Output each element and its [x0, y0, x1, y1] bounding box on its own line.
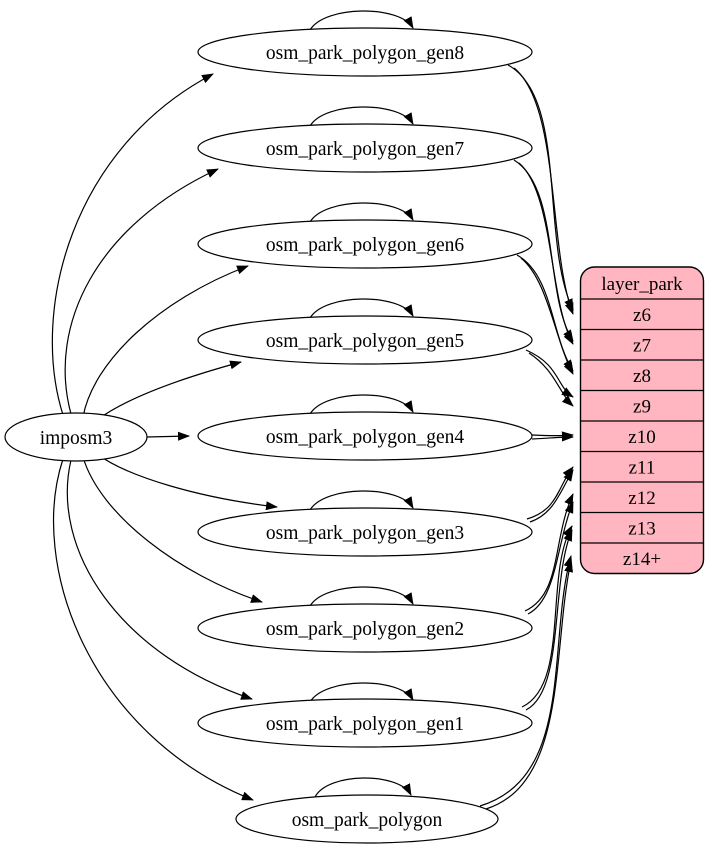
edge-osm_park_polygon_gen7-z7-b [518, 162, 574, 345]
edge-osm_park_polygon_gen1-z13-b [525, 529, 573, 711]
node-label: osm_park_polygon_gen4 [266, 427, 464, 448]
edge-imposm3-osm_park_polygon_gen2 [82, 456, 263, 603]
self-loop-osm_park_polygon_gen2 [309, 586, 414, 607]
node-label: osm_park_polygon [292, 810, 443, 831]
zoom-row-z9: z9 [633, 397, 651, 418]
edge-osm_park_polygon_gen6-z8-b [520, 257, 574, 375]
edge-osm_park_polygon_gen4-z10 [531, 431, 574, 441]
self-loop-osm_park_polygon_gen1 [309, 682, 414, 703]
node-osm_park_polygon_gen7: osm_park_polygon_gen7 [197, 123, 533, 173]
node-osm_park_polygon_gen6: osm_park_polygon_gen6 [197, 219, 533, 269]
self-loop-osm_park_polygon_gen6 [309, 202, 414, 223]
table-ellipse [197, 123, 533, 173]
node-osm_park_polygon_gen4: osm_park_polygon_gen4 [197, 411, 533, 461]
self-loop-osm_park_polygon_gen7 [309, 106, 414, 127]
node-imposm3: imposm3 [4, 412, 148, 462]
table-ellipse [197, 698, 533, 748]
self-loop-osm_park_polygon_gen3 [309, 490, 414, 511]
node-label: osm_park_polygon_gen8 [266, 43, 464, 64]
edge-osm_park_polygon_gen2-z12-b [527, 501, 574, 615]
zoom-row-z13: z13 [628, 519, 655, 540]
edge-osm_park_polygon_gen8-z6-b [513, 67, 574, 315]
imposm3-ellipse [4, 412, 148, 462]
edge-osm_park_polygon_gen3-z11-b [529, 469, 574, 523]
node-layer_park: layer_park z6 z7 z8 z9 z10 z11 z12 z13 z… [579, 266, 705, 575]
table-ellipse [197, 603, 533, 653]
self-loop-osm_park_polygon_gen8 [309, 10, 414, 31]
node-osm_park_polygon_gen5: osm_park_polygon_gen5 [197, 315, 533, 365]
table-ellipse [197, 27, 533, 77]
node-label: osm_park_polygon_gen6 [266, 235, 464, 256]
self-loop-osm_park_polygon [314, 777, 412, 798]
edge-imposm3-osm_park_polygon_gen8 [51, 73, 214, 416]
edge-osm_park_polygon_gen5-z9 [525, 349, 574, 398]
self-loop-osm_park_polygon_gen4 [309, 394, 414, 415]
node-label: osm_park_polygon_gen1 [266, 714, 464, 735]
layer-park-box [579, 266, 705, 575]
zoom-row-z11: z11 [629, 458, 656, 479]
edge-imposm3-osm_park_polygon_gen6 [82, 265, 249, 418]
node-osm_park_polygon_gen2: osm_park_polygon_gen2 [197, 603, 533, 653]
edge-imposm3-osm_park_polygon_gen1 [66, 459, 253, 700]
zoom-row-z12: z12 [628, 488, 655, 509]
node-osm_park_polygon_gen8: osm_park_polygon_gen8 [197, 27, 533, 77]
zoom-row-z7: z7 [633, 336, 651, 357]
zoom-row-z14: z14+ [623, 549, 661, 570]
zoom-row-z8: z8 [633, 366, 651, 387]
node-osm_park_polygon_gen3: osm_park_polygon_gen3 [197, 507, 533, 557]
zoom-row-z6: z6 [633, 305, 651, 326]
node-label: osm_park_polygon_gen3 [266, 523, 464, 544]
edge-imposm3-osm_park_polygon_gen5 [96, 360, 242, 421]
node-osm_park_polygon_gen1: osm_park_polygon_gen1 [197, 698, 533, 748]
edge-osm_park_polygon_gen1-z13 [521, 525, 573, 708]
node-label: imposm3 [40, 428, 113, 449]
edge-imposm3-osm_park_polygon_gen3 [96, 453, 278, 511]
self-loop-osm_park_polygon_gen5 [309, 298, 414, 319]
table-ellipse [197, 315, 533, 365]
layer-park-title: layer_park [601, 274, 683, 295]
table-ellipse [197, 219, 533, 269]
node-label: osm_park_polygon_gen7 [266, 139, 464, 160]
edge-imposm3-osm_park_polygon_gen4 [146, 431, 190, 441]
edges-from-imposm3 [51, 73, 278, 801]
self-loop-edges [309, 10, 414, 798]
edge-imposm3-osm_park_polygon [52, 458, 254, 801]
edge-osm_park_polygon-z14 [479, 555, 573, 807]
edge-imposm3-osm_park_polygon_gen7 [64, 168, 219, 415]
edge-osm_park_polygon_gen5-z9-b [528, 352, 574, 407]
edge-osm_park_polygon-z14-b [485, 560, 574, 810]
node-label: osm_park_polygon_gen2 [266, 619, 464, 640]
table-ellipse [197, 411, 533, 461]
table-ellipse [197, 507, 533, 557]
zoom-row-z10: z10 [628, 427, 655, 448]
node-label: osm_park_polygon_gen5 [266, 331, 464, 352]
node-osm_park_polygon: osm_park_polygon [235, 794, 499, 844]
table-ellipse [235, 794, 499, 844]
edges-to-layer-park [479, 64, 574, 810]
edge-osm_park_polygon_gen4-z10-b [531, 432, 574, 442]
